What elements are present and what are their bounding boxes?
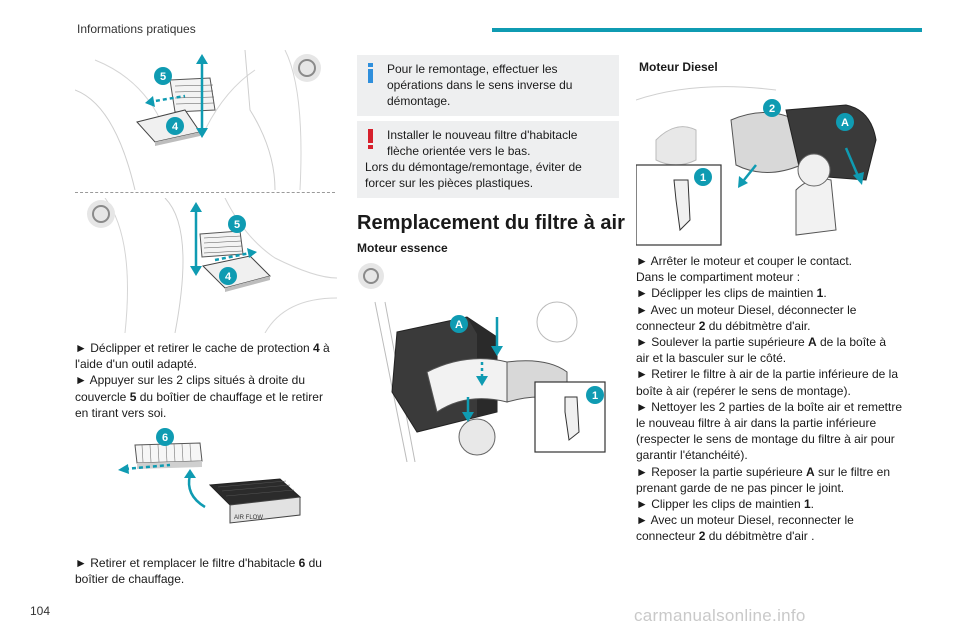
step-item: ► Nettoyer les 2 parties de la boîte air… <box>636 399 903 463</box>
cabin-filter-cover-illustration-rhd: 5 4 <box>87 198 337 333</box>
petrol-engine-airbox-illustration: A 1 <box>358 263 606 462</box>
step-replace-filter: ► Retirer et remplacer le filtre d'habit… <box>75 556 322 587</box>
callout-4: 4 <box>172 121 179 133</box>
warning-icon <box>368 129 373 149</box>
step-item: ► Soulever la partie supérieure A de la … <box>636 335 887 366</box>
step-item: ► Clipper les clips de maintien 1. <box>636 497 814 512</box>
right-steps: ► Arrêter le moteur et couper le contact… <box>636 253 902 545</box>
step-item: ► Arrêter le moteur et couper le contact… <box>636 254 852 268</box>
callout-6: 6 <box>162 432 168 444</box>
callout-1: 1 <box>592 390 598 402</box>
info-note: Pour le remontage, effectuer les opérati… <box>357 55 619 116</box>
callout-5: 5 <box>160 71 166 83</box>
step-press-clips: ► Appuyer sur les 2 clips situés à droit… <box>75 373 323 420</box>
step-item: ► Retirer le filtre à air de la partie i… <box>636 367 899 398</box>
section-title-air-filter: Remplacement du filtre à air <box>357 212 625 234</box>
callout-1: 1 <box>700 172 706 184</box>
illustration-divider <box>75 192 335 193</box>
left-step-3: ► Retirer et remplacer le filtre d'habit… <box>75 555 337 587</box>
step-item: ► Avec un moteur Diesel, déconnecter le … <box>636 302 857 333</box>
header-section-title: Informations pratiques <box>77 22 196 36</box>
callout-4: 4 <box>225 271 232 283</box>
step-item: ► Avec un moteur Diesel, reconnecter le … <box>636 513 854 544</box>
info-icon <box>368 63 373 83</box>
callout-2: 2 <box>769 103 775 115</box>
petrol-engine-heading: Moteur essence <box>357 241 448 255</box>
cabin-filter-replacement-illustration: AIR FLOW 6 <box>118 428 302 524</box>
callout-A: A <box>455 319 463 331</box>
diesel-engine-heading: Moteur Diesel <box>639 60 718 74</box>
diesel-engine-airbox-illustration: 2 A 1 <box>636 86 877 246</box>
header-accent-bar <box>492 28 922 32</box>
step-item: Dans le compartiment moteur : <box>636 270 801 285</box>
watermark: carmanualsonline.info <box>634 606 806 625</box>
callout-A: A <box>841 117 849 129</box>
air-flow-label: AIR FLOW <box>234 515 263 521</box>
cabin-filter-cover-illustration-lhd: 5 4 <box>75 50 321 190</box>
step-item: ► Déclipper les clips de maintien 1. <box>636 286 827 301</box>
step-item: ► Reposer la partie supérieure A sur le … <box>636 464 891 495</box>
page-number: 104 <box>30 604 51 618</box>
callout-5: 5 <box>234 219 240 231</box>
step-remove-cover: ► Déclipper et retirer le cache de prote… <box>75 341 330 372</box>
left-steps-1-2: ► Déclipper et retirer le cache de prote… <box>75 340 337 421</box>
